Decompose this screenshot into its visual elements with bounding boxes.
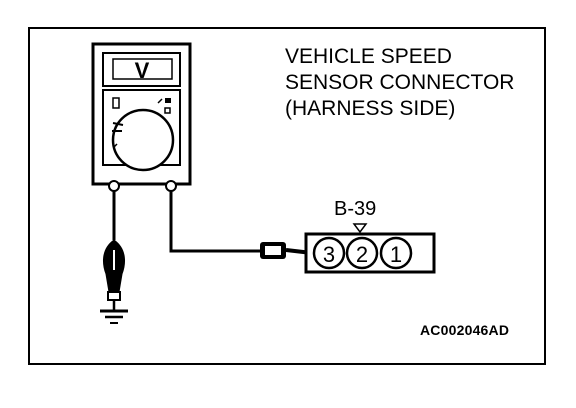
ground-symbol-icon bbox=[100, 300, 128, 324]
connector-title-line-1: VEHICLE SPEED bbox=[285, 45, 452, 68]
pin-label-3: 3 bbox=[323, 242, 335, 267]
pin-label-1: 1 bbox=[390, 242, 402, 267]
pin-label-2: 2 bbox=[356, 242, 368, 267]
probe-lead bbox=[169, 191, 313, 259]
multimeter: V bbox=[91, 42, 192, 192]
connector-body: 3 2 1 bbox=[304, 223, 436, 274]
figure-code: AC002046AD bbox=[420, 322, 510, 338]
meter-display-text: V bbox=[135, 58, 150, 83]
meter-jack-volt bbox=[165, 180, 177, 192]
meter-jack-com bbox=[108, 180, 120, 192]
connector-pin-1 bbox=[379, 236, 413, 270]
ground-lead bbox=[103, 191, 125, 301]
connector-title-line-3: (HARNESS SIDE) bbox=[285, 97, 456, 120]
connector-id-label: B-39 bbox=[334, 198, 377, 220]
connector-pin-3 bbox=[312, 236, 346, 270]
meter-dial bbox=[111, 108, 175, 172]
connector-title-line-2: SENSOR CONNECTOR bbox=[285, 71, 515, 94]
connector-pin-2 bbox=[345, 236, 379, 270]
